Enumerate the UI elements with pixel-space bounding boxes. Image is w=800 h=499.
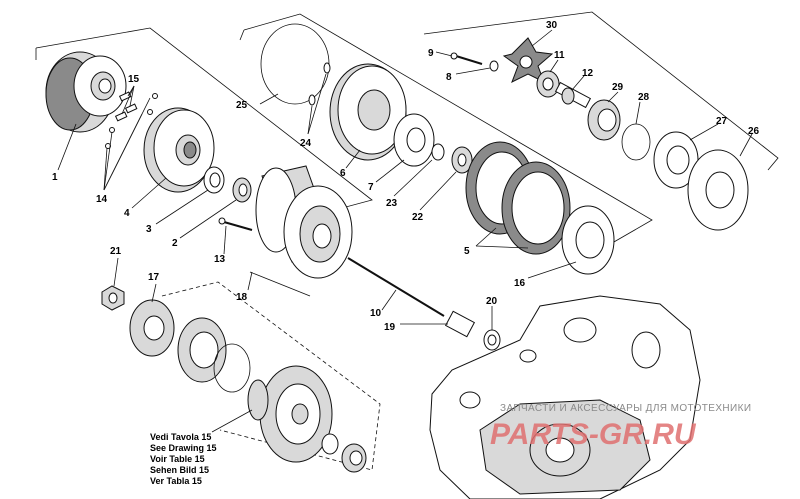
part-13-bolt (218, 217, 253, 231)
callout-13: 13 (214, 254, 226, 265)
callout-20: 20 (486, 296, 498, 307)
callout-18: 18 (236, 292, 248, 303)
part-25-oring (260, 23, 330, 105)
engine-crankcase (429, 295, 701, 499)
part-17-gear (129, 299, 175, 357)
part-3-washer (203, 166, 225, 194)
part-29-cap (587, 99, 621, 141)
part-24-nubs (308, 62, 331, 106)
part-18-clutch-basket (255, 165, 353, 279)
part-9-screw (450, 52, 483, 65)
part-19-plunger (444, 310, 476, 338)
part-7-spring-plate (393, 113, 435, 167)
starter-bearing (177, 317, 227, 383)
part-2-bearing (232, 177, 252, 203)
note-line-de: Sehen Bild 15 (150, 465, 209, 475)
starter-bushing (341, 443, 367, 473)
part-26-plate (687, 149, 749, 231)
callout-19: 19 (384, 322, 396, 333)
part-12-shaft (554, 81, 592, 109)
callout-25: 25 (236, 100, 248, 111)
callout-21: 21 (110, 246, 122, 257)
part-27-spring-washer (653, 131, 699, 189)
callout-6: 6 (340, 168, 346, 179)
callout-12: 12 (582, 68, 594, 79)
part-23-washer (431, 143, 445, 161)
group-frame-right (423, 11, 779, 171)
part-8-washer (489, 60, 499, 72)
leader-lines (57, 29, 753, 433)
callout-7: 7 (368, 182, 374, 193)
callout-14: 14 (96, 194, 108, 205)
callout-2: 2 (172, 238, 178, 249)
part-15-pins (114, 91, 138, 122)
callout-4: 4 (124, 208, 130, 219)
part-28-ring (621, 123, 651, 161)
callout-5: 5 (464, 246, 470, 257)
callout-26: 26 (748, 126, 760, 137)
note-line-it: Vedi Tavola 15 (150, 432, 211, 442)
reference-note: Vedi Tavola 15 See Drawing 15 Voir Table… (150, 432, 217, 486)
part-20-seal (483, 329, 501, 351)
starter-washer (321, 433, 339, 455)
callout-8: 8 (446, 72, 452, 83)
starter-clutch-gear (259, 365, 333, 463)
callout-30: 30 (546, 20, 558, 31)
callout-29: 29 (612, 82, 624, 93)
group-frame-starter (161, 281, 381, 471)
watermark: ЗАПЧАСТИ И АКСЕССУАРЫ ДЛЯ МОТОТЕХНИКИ PA… (490, 403, 751, 451)
callout-27: 27 (716, 116, 728, 127)
part-22-bearing (451, 146, 473, 174)
callout-9: 9 (428, 48, 434, 59)
part-16-plate (561, 205, 615, 275)
note-line-fr: Voir Table 15 (150, 454, 205, 464)
callout-3: 3 (146, 224, 152, 235)
starter-ring (213, 343, 251, 393)
callout-16: 16 (514, 278, 526, 289)
part-21-nut (101, 285, 125, 311)
part-1-gear-drum (45, 51, 127, 133)
part-5-friction-discs (465, 141, 571, 255)
callout-24: 24 (300, 138, 312, 149)
callout-labels: 1 2 3 4 5 6 7 8 9 10 11 12 13 14 15 16 1… (52, 20, 760, 333)
callout-22: 22 (412, 212, 424, 223)
note-line-es: Ver Tabla 15 (150, 476, 202, 486)
part-10-pushrod (347, 257, 445, 317)
note-line-en: See Drawing 15 (150, 443, 217, 453)
callout-11: 11 (554, 50, 565, 61)
watermark-caption: ЗАПЧАСТИ И АКСЕССУАРЫ ДЛЯ МОТОТЕХНИКИ (500, 403, 751, 414)
part-6-pressure-plate (329, 63, 407, 161)
part-4-hub-plate (143, 107, 215, 193)
callout-28: 28 (638, 92, 650, 103)
callout-1: 1 (52, 172, 58, 183)
part-14-dots (105, 93, 158, 149)
callout-10: 10 (370, 308, 382, 319)
starter-small-gear (247, 379, 269, 421)
callout-15: 15 (128, 74, 140, 85)
part-11-bearing (536, 70, 560, 98)
callout-17: 17 (148, 272, 160, 283)
group-frame-pressure-plate (239, 13, 653, 251)
callout-23: 23 (386, 198, 398, 209)
watermark-brand: PARTS-GR.RU (490, 418, 697, 451)
